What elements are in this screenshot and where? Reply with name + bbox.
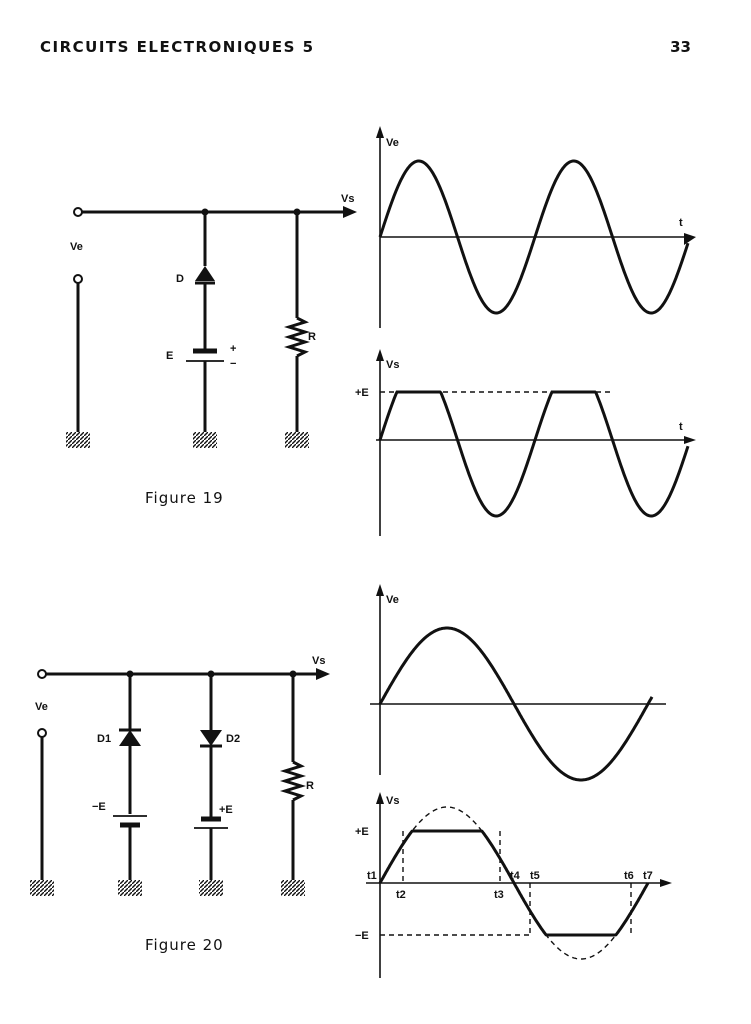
input-label: Ve <box>70 241 83 253</box>
diode2-icon <box>200 730 222 746</box>
battery-minus-label: − <box>230 358 236 370</box>
input-terminal-top <box>73 207 83 217</box>
diode1-icon <box>119 730 141 746</box>
y-axis-label: Vs <box>386 359 399 371</box>
resistor-label: R <box>306 780 314 792</box>
output-label: Vs <box>312 655 325 667</box>
x-axis-label: t <box>679 217 683 229</box>
figure19-ve-graph: Ve t <box>376 126 696 328</box>
ground-icon <box>66 432 90 448</box>
diode1-label: D1 <box>97 733 111 745</box>
ground-icon <box>199 880 223 896</box>
battery2-label: +E <box>219 804 233 816</box>
x-axis-label: t <box>679 421 683 433</box>
ground-icon <box>281 880 305 896</box>
ground-icon <box>285 432 309 448</box>
time-label-t1: t1 <box>367 870 377 882</box>
ve-sine-wave <box>378 159 690 315</box>
page-header: CIRCUITS ELECTRONIQUES 5 33 <box>40 38 691 62</box>
battery-plus-label: + <box>230 343 236 355</box>
time-label-t5: t5 <box>530 870 540 882</box>
vs-clipped-wave <box>378 829 650 937</box>
input-terminal-bottom <box>73 274 83 284</box>
ground-icon <box>118 880 142 896</box>
figure20-ve-graph: Ve <box>370 584 666 782</box>
output-arrow-icon <box>316 668 330 680</box>
page-number: 33 <box>670 38 691 56</box>
figure20-vs-graph: Vs +E −E t1 t2 t3 t4 t5 t6 t7 <box>355 792 672 978</box>
resistor-icon <box>283 316 311 358</box>
figure19-caption: Figure 19 <box>145 489 224 507</box>
output-label: Vs <box>341 193 354 205</box>
input-terminal-top <box>37 669 47 679</box>
time-label-t4: t4 <box>510 870 521 882</box>
vs-clipped-wave <box>378 390 690 518</box>
figure20-caption: Figure 20 <box>145 936 224 954</box>
diode-icon <box>195 266 215 281</box>
diode-label: D <box>176 273 184 285</box>
ground-icon <box>30 880 54 896</box>
pos-level-label: +E <box>355 826 369 838</box>
y-axis-label: Ve <box>386 137 399 149</box>
diode2-label: D2 <box>226 733 240 745</box>
time-label-t7: t7 <box>643 870 653 882</box>
ve-sine-wave <box>378 626 654 782</box>
chapter-title: CIRCUITS ELECTRONIQUES 5 <box>40 38 315 56</box>
battery1-label: −E <box>92 801 106 813</box>
output-arrow-icon <box>343 206 357 218</box>
figure19-circuit: Ve Vs D E + − R <box>66 193 357 448</box>
figure20-circuit: Ve Vs D1 D2 −E +E R <box>30 655 330 896</box>
resistor-label: R <box>308 331 316 343</box>
battery-label: E <box>166 350 173 362</box>
time-label-t2: t2 <box>396 889 406 901</box>
resistor-icon <box>279 760 307 802</box>
figure19-vs-graph: Vs t +E <box>355 349 696 536</box>
y-axis-label: Vs <box>386 795 399 807</box>
input-terminal-bottom <box>37 728 47 738</box>
level-label: +E <box>355 387 369 399</box>
neg-level-label: −E <box>355 930 369 942</box>
time-label-t3: t3 <box>494 889 504 901</box>
time-label-t6: t6 <box>624 870 634 882</box>
ground-icon <box>193 432 217 448</box>
y-axis-label: Ve <box>386 594 399 606</box>
input-label: Ve <box>35 701 48 713</box>
